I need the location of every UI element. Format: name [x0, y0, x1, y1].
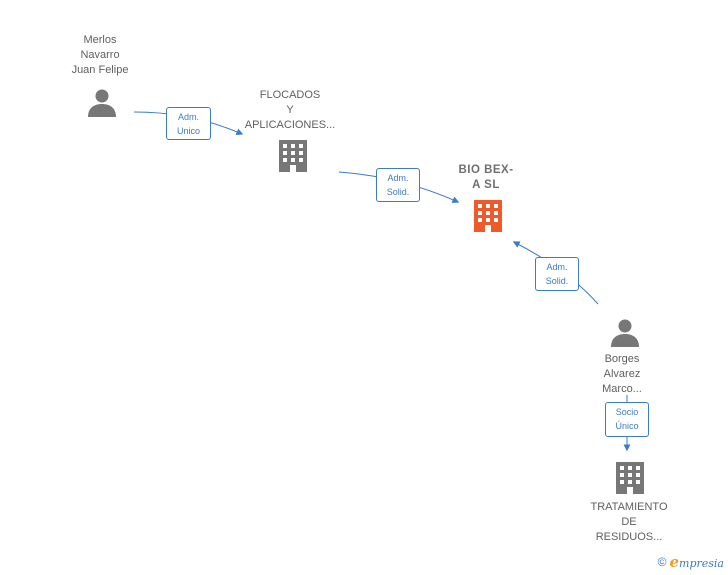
node-label-borges: Borges Alvarez Marco... — [602, 353, 642, 395]
person-icon[interactable] — [86, 88, 118, 120]
edge-badge-flocados-biobexa[interactable]: Adm. Solid. — [376, 168, 420, 202]
node-label-biobexa: BIO BEX- A SL — [458, 164, 514, 191]
building-icon[interactable] — [471, 198, 505, 234]
edge-badge-merlos-flocados[interactable]: Adm. Unico — [166, 107, 211, 140]
person-icon[interactable] — [609, 318, 641, 350]
edge-badge-borges-tratamiento[interactable]: Socio Único — [605, 402, 649, 437]
copyright-icon: © — [657, 555, 667, 569]
brand-footer: © empresia — [658, 553, 724, 571]
node-label-tratamiento: TRATAMIENTO DE RESIDUOS... — [590, 501, 668, 543]
node-label-flocados: FLOCADOS Y APLICACIONES... — [244, 89, 336, 131]
node-label-merlos: Merlos Navarro Juan Felipe — [71, 34, 129, 76]
edge-badge-borges-biobexa[interactable]: Adm. Solid. — [535, 257, 579, 291]
building-icon[interactable] — [276, 138, 310, 174]
brand-logo[interactable]: empresia — [669, 553, 724, 571]
building-icon[interactable] — [613, 460, 647, 496]
